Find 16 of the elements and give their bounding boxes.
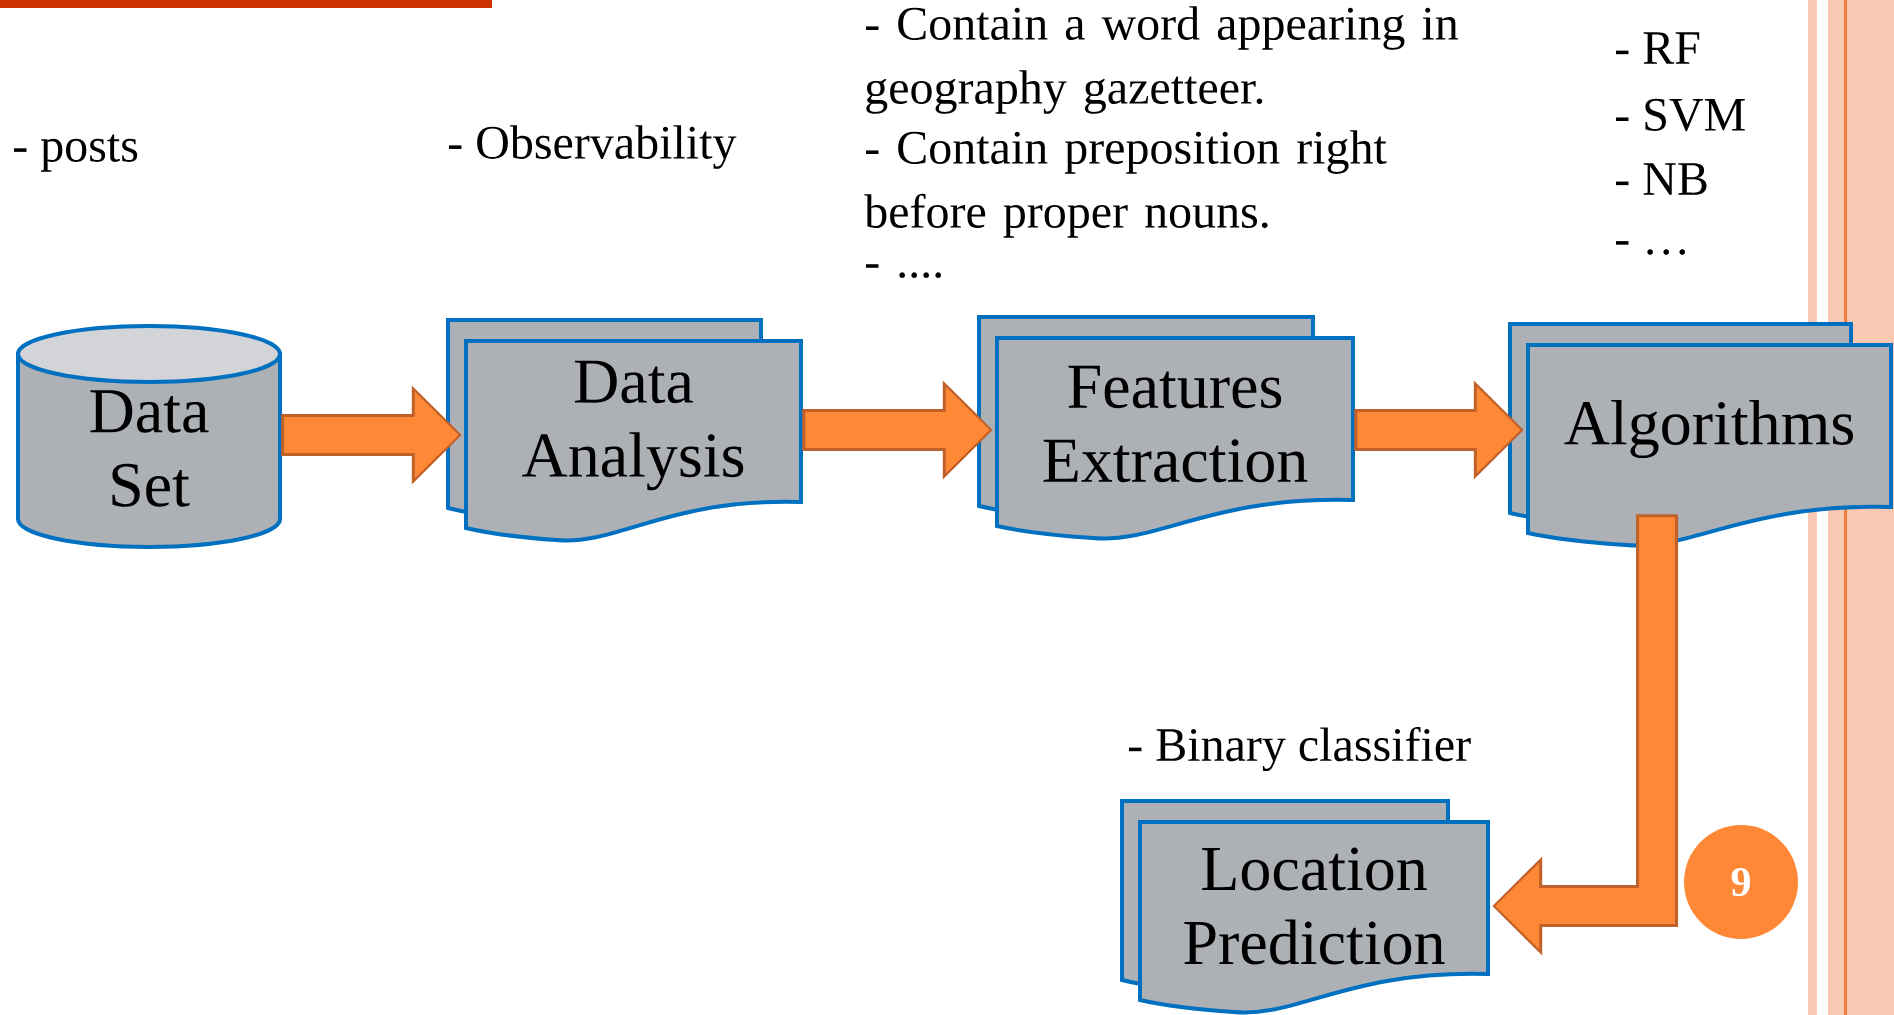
document-stack: Algorithms	[1508, 322, 1894, 548]
bullet-text: - SVM	[1616, 98, 1745, 132]
slide-number: 9	[1684, 825, 1798, 939]
bullet-text: - NB	[1616, 163, 1707, 195]
document-stack: Location Prediction	[1120, 799, 1490, 1015]
bullet-text: - RF	[1616, 32, 1700, 64]
bullet-text: - posts	[14, 134, 138, 172]
bullet-text: - Binary classifier	[1129, 726, 1471, 772]
bullet-text: - Contain preposition right before proper nouns.	[864, 130, 1387, 238]
document-stack: Data Analysis	[446, 318, 803, 543]
bullet-text: - …	[1616, 241, 1686, 255]
database-cylinder: Data Set	[16, 324, 282, 549]
document-stack: Features Extraction	[977, 315, 1355, 541]
bullet-text: - ....	[866, 264, 941, 278]
bullet-text: - Observability	[449, 125, 737, 169]
bullet-text: - Contain a word appearing in geography gazetteer.	[866, 6, 1458, 114]
